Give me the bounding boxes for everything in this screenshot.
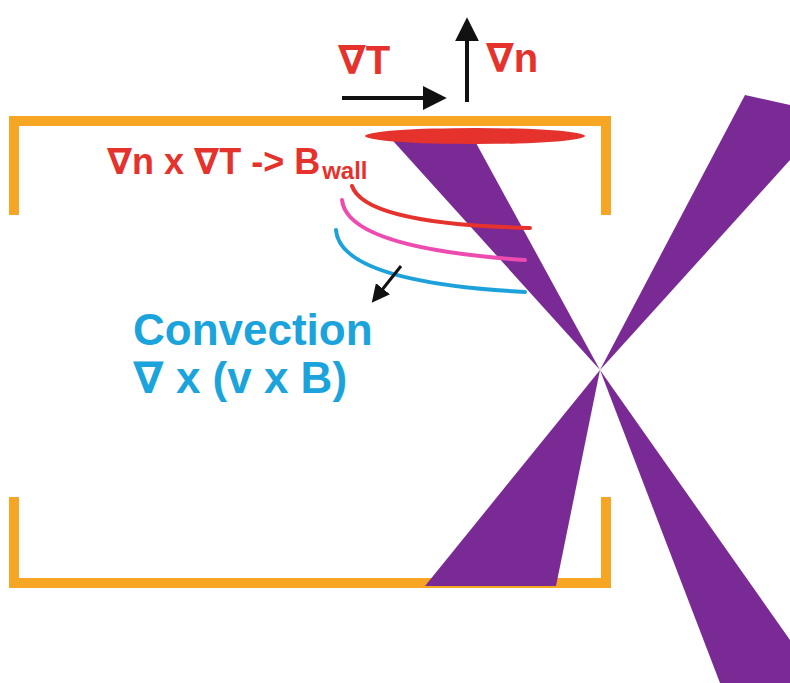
beam-wedge: [600, 370, 790, 683]
gradient-label: ∇n: [486, 36, 538, 80]
field-source-label: ∇n x ∇T -> B: [105, 142, 322, 182]
convection-label: Convection ∇ x (v x B): [133, 306, 395, 403]
density-gradient-arrow: [465, 22, 469, 102]
upper-wall: [14, 121, 606, 215]
beam-wedge: [600, 95, 790, 370]
subscript-label: wall: [320, 158, 369, 184]
beam-wedge: [425, 370, 600, 586]
field-line-red: [352, 186, 530, 228]
leader-line: [374, 266, 401, 300]
field-line-blue: [336, 230, 525, 292]
beam-wedge: [385, 132, 600, 370]
field-line: [336, 186, 530, 292]
temperature-gradient-arrow: [342, 96, 442, 100]
hot-spot: [365, 128, 585, 144]
gradient-label: ∇T: [338, 38, 390, 82]
laser-beam: [385, 95, 790, 683]
field-line-pink: [342, 200, 525, 260]
